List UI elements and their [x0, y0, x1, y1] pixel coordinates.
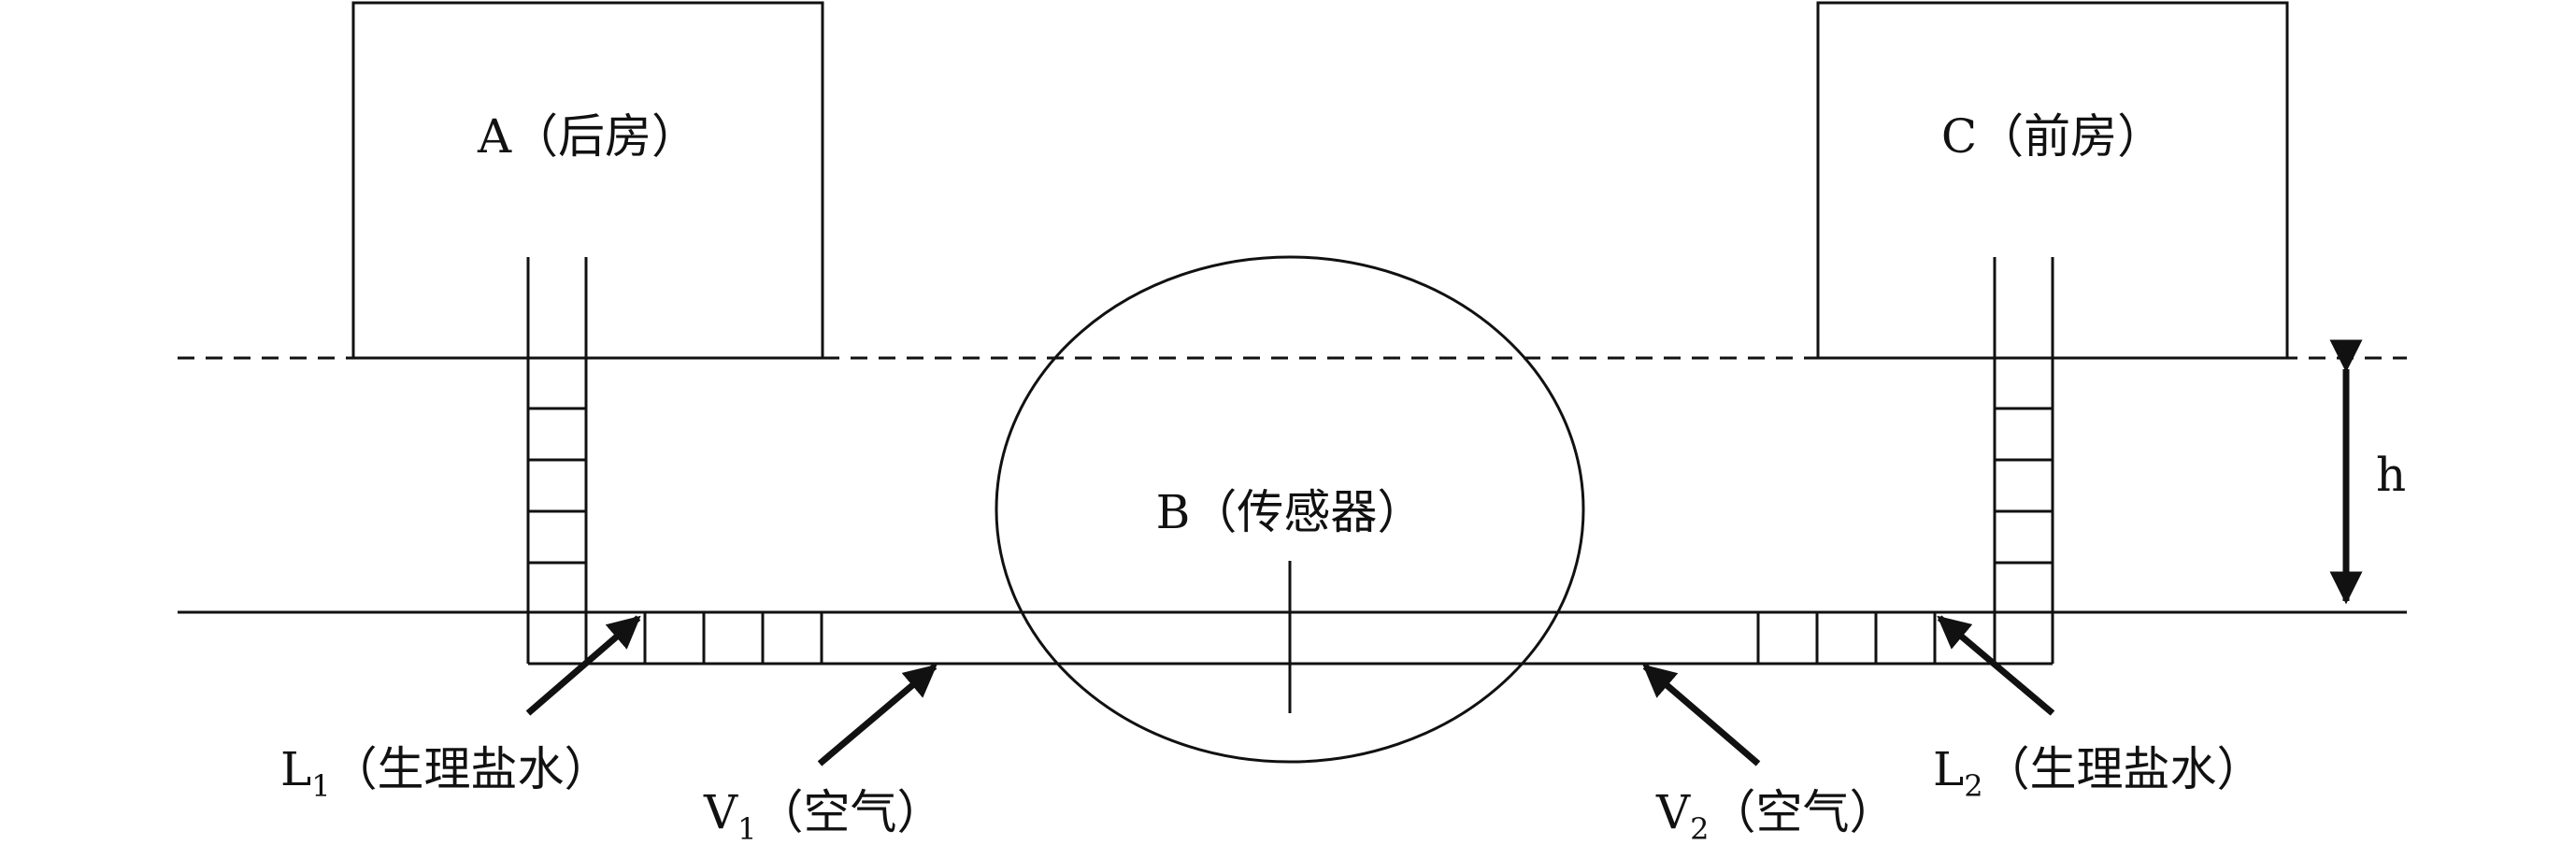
arrow-v1 [817, 664, 937, 766]
sensor-ellipse [995, 255, 1585, 764]
arrow-l1 [525, 615, 641, 716]
right-tube [1993, 257, 2054, 664]
l2-label: L2（生理盐水） [1933, 742, 2264, 804]
sensor-b-label: B（传感器） [1156, 485, 1424, 539]
chamber-a-box [351, 1, 824, 360]
v1-label: V1（空气） [703, 785, 943, 847]
l1-label: L1（生理盐水） [280, 742, 611, 804]
left-tube [526, 257, 588, 664]
arrow-l2 [1937, 615, 2055, 716]
v2-label: V2（空气） [1655, 785, 1896, 847]
chamber-a-label: A（后房） [477, 109, 698, 164]
height-label: h [2376, 448, 2406, 502]
arrow-v2 [1642, 664, 1761, 766]
chamber-c-label: C（前房） [1941, 109, 2164, 164]
